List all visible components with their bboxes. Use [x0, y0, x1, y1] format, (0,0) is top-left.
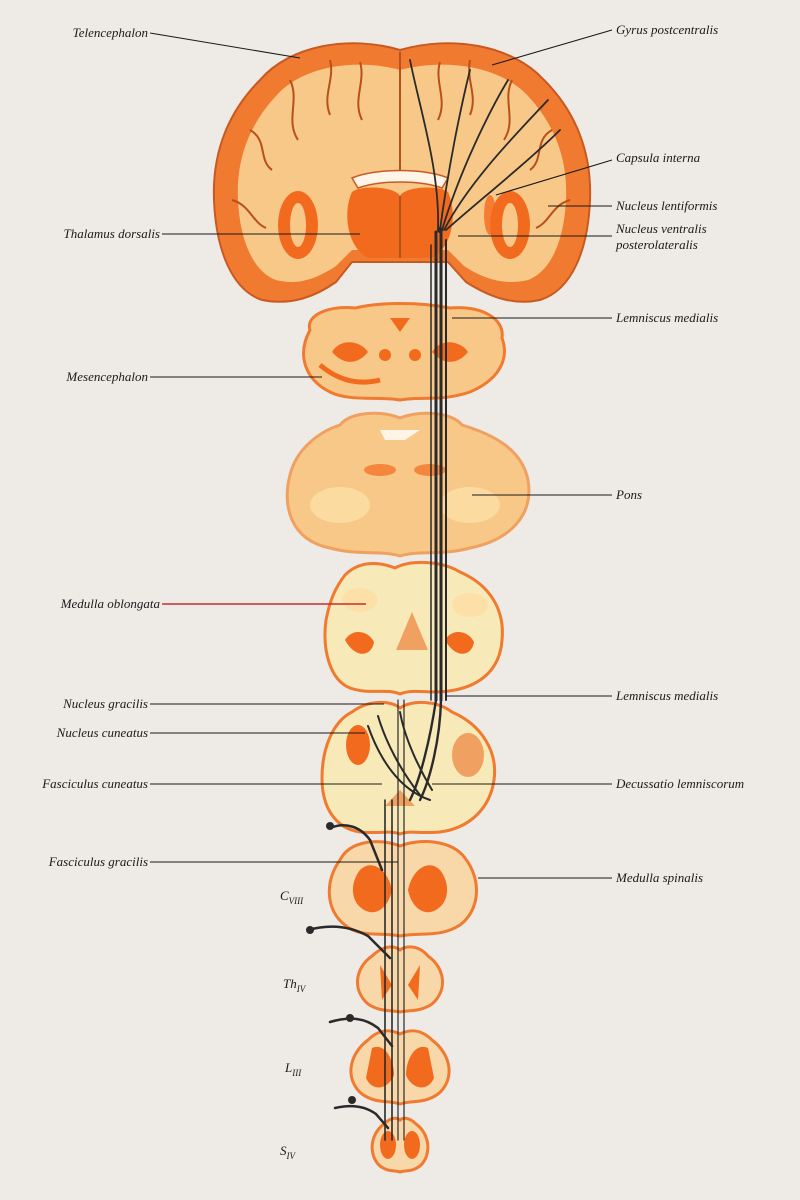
mesencephalon-section — [302, 302, 506, 402]
label-fasciculus-cuneatus: Fasciculus cuneatus — [41, 776, 148, 791]
medulla-oblongata-section — [323, 560, 504, 696]
label-lemniscus-medialis-upper: Lemniscus medialis — [615, 310, 718, 325]
label-medulla-oblongata: Medulla oblongata — [60, 596, 161, 611]
label-posterolateralis: posterolateralis — [615, 237, 698, 252]
label-gyrus-postcentralis: Gyrus postcentralis — [616, 22, 718, 37]
telencephalon-section — [212, 42, 592, 303]
label-lemniscus-medialis-lower: Lemniscus medialis — [615, 688, 718, 703]
ganglion-markers — [306, 227, 443, 1104]
label-segment-l3: LIII — [284, 1060, 302, 1078]
leader-lines — [149, 29, 613, 879]
label-nucleus-ventralis: Nucleus ventralis — [615, 221, 707, 236]
pons-section — [285, 411, 531, 558]
label-nucleus-cuneatus: Nucleus cuneatus — [56, 725, 148, 740]
label-segment-s4: SIV — [280, 1143, 296, 1161]
label-medulla-spinalis: Medulla spinalis — [615, 870, 703, 885]
lower-medulla-section — [320, 701, 497, 836]
label-thalamus-dorsalis: Thalamus dorsalis — [64, 226, 160, 241]
label-mesencephalon: Mesencephalon — [65, 369, 148, 384]
lemniscal-tract — [306, 59, 561, 1141]
label-pons: Pons — [615, 487, 642, 502]
label-segment-th4: ThIV — [283, 976, 307, 994]
spinal-segment-l3 — [349, 1029, 451, 1106]
label-nucleus-gracilis: Nucleus gracilis — [62, 696, 148, 711]
label-fasciculus-gracilis: Fasciculus gracilis — [48, 854, 148, 869]
spinal-segment-c8 — [327, 840, 478, 938]
spinal-segment-s4 — [370, 1116, 430, 1174]
label-telencephalon: Telencephalon — [73, 25, 148, 40]
spinal-segment-th4 — [355, 945, 445, 1014]
label-capsula-interna: Capsula interna — [616, 150, 701, 165]
label-segment-c8: CVIII — [280, 888, 304, 906]
label-nucleus-lentiformis: Nucleus lentiformis — [615, 198, 717, 213]
label-decussatio-lemniscorum: Decussatio lemniscorum — [615, 776, 744, 791]
